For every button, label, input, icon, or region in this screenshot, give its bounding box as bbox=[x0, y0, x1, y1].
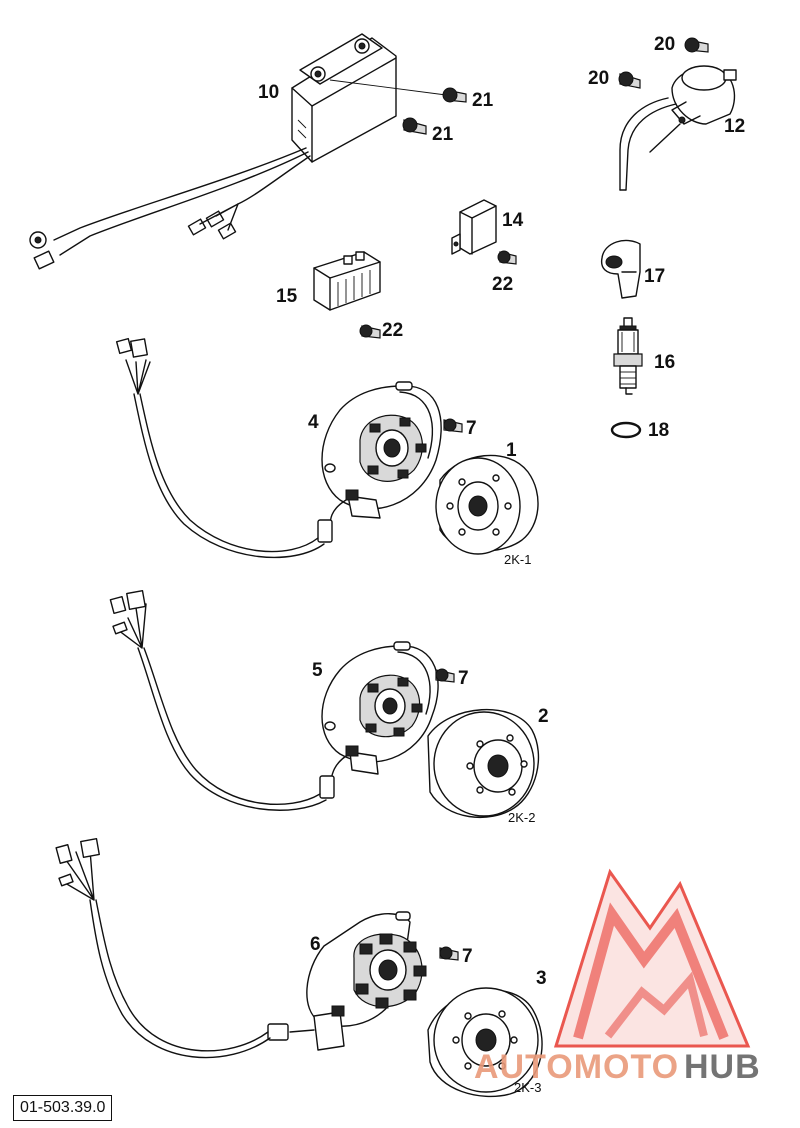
variant-2k2-rotor-2 bbox=[427, 709, 540, 819]
part-21-screw-upper bbox=[329, 79, 467, 103]
variant-2k2-stator-5 bbox=[109, 590, 439, 811]
callout-16: 16 bbox=[654, 352, 675, 373]
watermark-text-right: HUB bbox=[684, 1048, 761, 1086]
variant-2k1-stator-4 bbox=[115, 337, 442, 559]
part-20-screw-upper bbox=[684, 37, 709, 53]
variant-2k3-rotor-3 bbox=[427, 987, 543, 1098]
variant-2k1-rotor-1 bbox=[435, 454, 539, 555]
callout-7-first: 7 bbox=[466, 418, 477, 439]
variant-2k1-screw-7 bbox=[443, 418, 463, 433]
diagram-reference-number: 01-503.39.0 bbox=[13, 1095, 113, 1121]
callout-20-upper: 20 bbox=[654, 34, 675, 55]
callout-14: 14 bbox=[502, 210, 524, 231]
callout-7-second: 7 bbox=[458, 668, 469, 689]
part-12-ignition-coil bbox=[619, 65, 737, 191]
callout-22-lower: 22 bbox=[382, 320, 403, 341]
callout-12: 12 bbox=[724, 116, 745, 137]
part-17-spark-plug-cap bbox=[600, 239, 641, 299]
callout-10: 10 bbox=[258, 82, 279, 103]
callout-21-upper: 21 bbox=[472, 90, 494, 111]
callout-18: 18 bbox=[648, 420, 669, 441]
watermark-triangle bbox=[553, 868, 751, 1048]
part-14-bracket bbox=[451, 199, 497, 255]
callout-3: 3 bbox=[536, 968, 547, 989]
part-16-spark-plug bbox=[613, 317, 643, 395]
variant-2k3-stator-6 bbox=[55, 838, 427, 1059]
part-10-harness bbox=[29, 147, 311, 270]
callout-6: 6 bbox=[310, 934, 321, 955]
callout-labels: 10 21 21 20 20 12 14 22 17 15 22 16 18 4… bbox=[258, 34, 745, 1095]
callout-4: 4 bbox=[308, 412, 319, 433]
part-15-voltage-regulator bbox=[313, 251, 381, 311]
part-22-screw-upper bbox=[497, 250, 517, 265]
callout-2: 2 bbox=[538, 706, 549, 727]
part-10-cdi-unit bbox=[291, 33, 397, 163]
part-21-screw-lower bbox=[402, 117, 427, 135]
variant-label-2k3: 2K-3 bbox=[514, 1080, 541, 1095]
callout-17: 17 bbox=[644, 266, 665, 287]
callout-15: 15 bbox=[276, 286, 298, 307]
callout-7-third: 7 bbox=[462, 946, 473, 967]
watermark-logo: AUTOMOTO HUB bbox=[474, 868, 761, 1086]
variant-label-2k2: 2K-2 bbox=[508, 810, 535, 825]
variant-2k3-screw-7 bbox=[439, 946, 459, 961]
callout-5: 5 bbox=[312, 660, 323, 681]
callout-21-lower: 21 bbox=[432, 124, 454, 145]
callout-1: 1 bbox=[506, 440, 517, 461]
part-22-screw-lower bbox=[359, 324, 381, 339]
callout-20-lower: 20 bbox=[588, 68, 609, 89]
variant-label-2k1: 2K-1 bbox=[504, 552, 531, 567]
part-20-screw-lower bbox=[618, 71, 641, 89]
callout-22-upper: 22 bbox=[492, 274, 513, 295]
part-18-sealing-ring bbox=[610, 421, 642, 439]
watermark-text-left: AUTOMOTO bbox=[474, 1048, 679, 1086]
variant-2k2-screw-7 bbox=[435, 668, 455, 683]
